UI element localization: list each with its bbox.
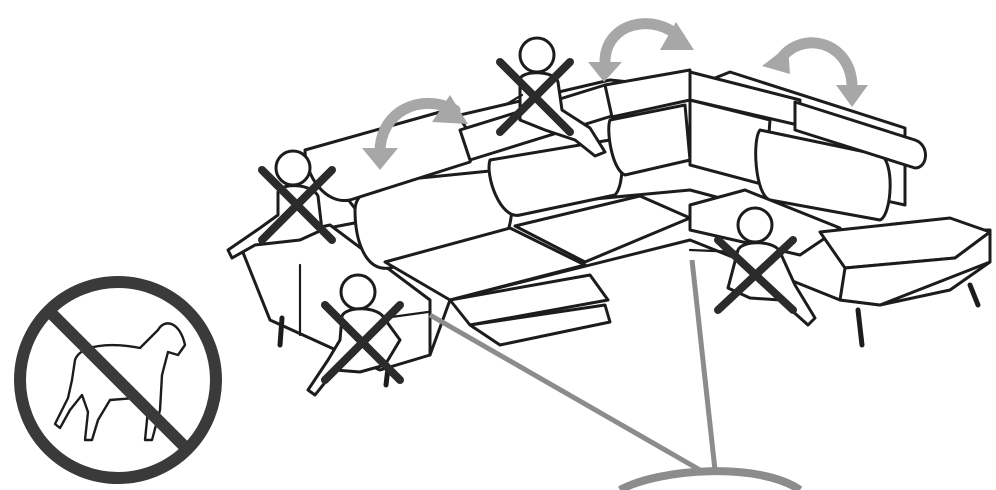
no-dogs-icon	[20, 282, 216, 478]
ban-slash	[50, 312, 186, 448]
